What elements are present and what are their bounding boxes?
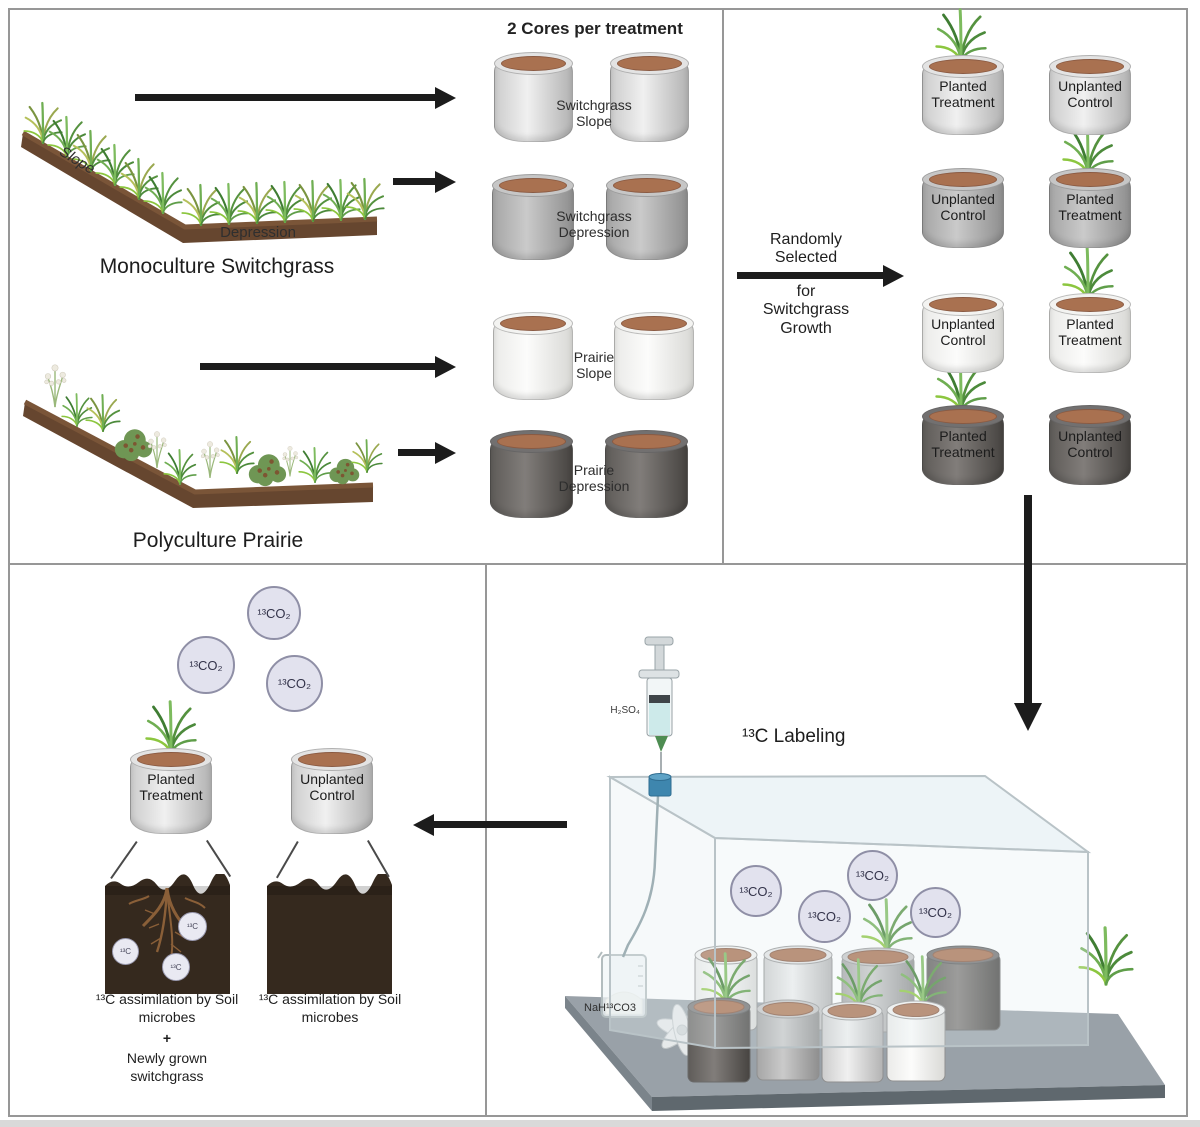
core-switchgrass-slope-1	[494, 52, 573, 142]
soil-surface	[929, 409, 997, 424]
co2-molecule: ¹³CO₂	[798, 890, 851, 943]
labeling-chamber-illustration	[565, 636, 1165, 1111]
panel-assimilation	[8, 563, 487, 1117]
bicarbonate-label: NaH¹³CO3	[584, 1002, 636, 1014]
depression-label: Depression	[220, 224, 296, 241]
arrow-switchgrass-depression	[393, 178, 435, 185]
arrow-prairie-depression	[398, 449, 435, 456]
core-unplanted-control-r1: Unplanted Control	[1049, 55, 1131, 135]
co2-molecule: ¹³CO₂	[910, 887, 961, 938]
core-planted-treatment-r4: Planted Treatment	[922, 405, 1004, 485]
soil-closeup-planted	[105, 874, 230, 994]
core-switchgrass-depression-1	[492, 174, 574, 260]
core-switchgrass-slope-2	[610, 52, 689, 142]
co2-molecule: ¹³CO₂	[266, 655, 323, 712]
soil-surface	[500, 316, 566, 331]
soil-surface	[929, 297, 997, 312]
cores-per-treatment-title: 2 Cores per treatment	[507, 19, 683, 38]
bottom-margin	[0, 1120, 1200, 1127]
syringe-acid-label: H₂SO₄	[610, 705, 640, 716]
co2-molecule: ¹³CO₂	[247, 586, 301, 640]
core-prairie-depression-2	[605, 430, 688, 518]
caption-newly-grown: Newly grown switchgrass	[126, 1050, 208, 1085]
core-label: Planted Treatment	[139, 771, 203, 804]
monoculture-title: Monoculture Switchgrass	[99, 255, 335, 278]
injection-port	[648, 773, 672, 797]
labeling-title: ¹³C Labeling	[742, 726, 846, 747]
soil-surface	[137, 752, 205, 767]
core-unplanted-control-bl: Unplanted Control	[291, 748, 373, 834]
soil-core	[687, 997, 751, 1083]
soil-surface	[499, 178, 567, 193]
switchgrass-depression-label: Switchgrass Depression	[556, 208, 632, 241]
core-label: Unplanted Control	[931, 316, 995, 349]
soil-closeup-unplanted	[267, 874, 392, 994]
soil-surface	[497, 434, 566, 449]
core-prairie-slope-1	[493, 312, 573, 400]
core-switchgrass-depression-2	[606, 174, 688, 260]
core-label: Planted Treatment	[1058, 316, 1122, 349]
soil-surface	[929, 172, 997, 187]
arrow-switchgrass-slope	[135, 94, 435, 101]
prairie-depression-label: Prairie Depression	[558, 462, 630, 495]
arrow-to-labeling	[1024, 495, 1032, 703]
for-switchgrass-growth-label: for Switchgrass Growth	[762, 283, 850, 337]
injection-tube	[621, 795, 660, 958]
randomly-selected-label: Randomly Selected	[769, 231, 843, 267]
core-unplanted-control-r2: Unplanted Control	[922, 168, 1004, 248]
co2-molecule: ¹³CO₂	[847, 850, 898, 901]
switchgrass-slope-label: Switchgrass Slope	[556, 97, 632, 130]
panel-labeling	[485, 563, 1188, 1117]
soil-surface	[617, 56, 682, 71]
syringe	[638, 636, 680, 777]
labeling-chamber-glass	[606, 774, 1092, 1050]
soil-surface	[929, 59, 997, 74]
c13-molecule: ¹³C	[178, 912, 207, 941]
monoculture-hillside-illustration	[21, 101, 385, 243]
soil-core	[886, 1000, 946, 1082]
soil-surface	[613, 178, 681, 193]
core-unplanted-control-r4: Unplanted Control	[1049, 405, 1131, 485]
core-label: Planted Treatment	[1058, 191, 1122, 224]
arrow-to-assimilation	[434, 821, 567, 828]
caption-unplanted-assimilation: ¹³C assimilation by Soil microbes	[258, 991, 402, 1026]
soil-surface	[1056, 172, 1124, 187]
soil-surface	[612, 434, 681, 449]
caption-planted-assimilation: ¹³C assimilation by Soil microbes	[95, 991, 239, 1026]
soil-surface	[621, 316, 687, 331]
core-prairie-depression-1	[490, 430, 573, 518]
core-planted-treatment-bl: Planted Treatment	[130, 748, 212, 834]
soil-surface	[1056, 409, 1124, 424]
prairie-slope-label: Prairie Slope	[573, 349, 615, 382]
core-label: Planted Treatment	[931, 78, 995, 111]
soil-surface	[1056, 297, 1124, 312]
c13-molecule: ¹³C	[162, 953, 190, 981]
c13-molecule: ¹³C	[112, 938, 139, 965]
soil-core	[756, 999, 820, 1081]
core-label: Unplanted Control	[1058, 78, 1122, 111]
caption-plus: +	[162, 1030, 172, 1046]
core-planted-treatment-r2: Planted Treatment	[1049, 168, 1131, 248]
soil-surface	[1056, 59, 1124, 74]
core-prairie-slope-2	[614, 312, 694, 400]
prairie-title: Polyculture Prairie	[132, 529, 304, 552]
core-label: Unplanted Control	[931, 191, 995, 224]
arrow-randomly-selected	[737, 272, 883, 279]
core-planted-treatment-r1: Planted Treatment	[922, 55, 1004, 135]
core-planted-treatment-r3: Planted Treatment	[1049, 293, 1131, 373]
core-label: Unplanted Control	[300, 771, 364, 804]
soil-surface	[501, 56, 566, 71]
arrow-prairie-slope	[200, 363, 435, 370]
prairie-hillside-illustration	[23, 363, 383, 508]
co2-molecule: ¹³CO₂	[730, 865, 782, 917]
core-label: Unplanted Control	[1058, 428, 1122, 461]
core-label: Planted Treatment	[931, 428, 995, 461]
soil-surface	[298, 752, 366, 767]
co2-molecule: ¹³CO₂	[177, 636, 235, 694]
core-unplanted-control-r3: Unplanted Control	[922, 293, 1004, 373]
